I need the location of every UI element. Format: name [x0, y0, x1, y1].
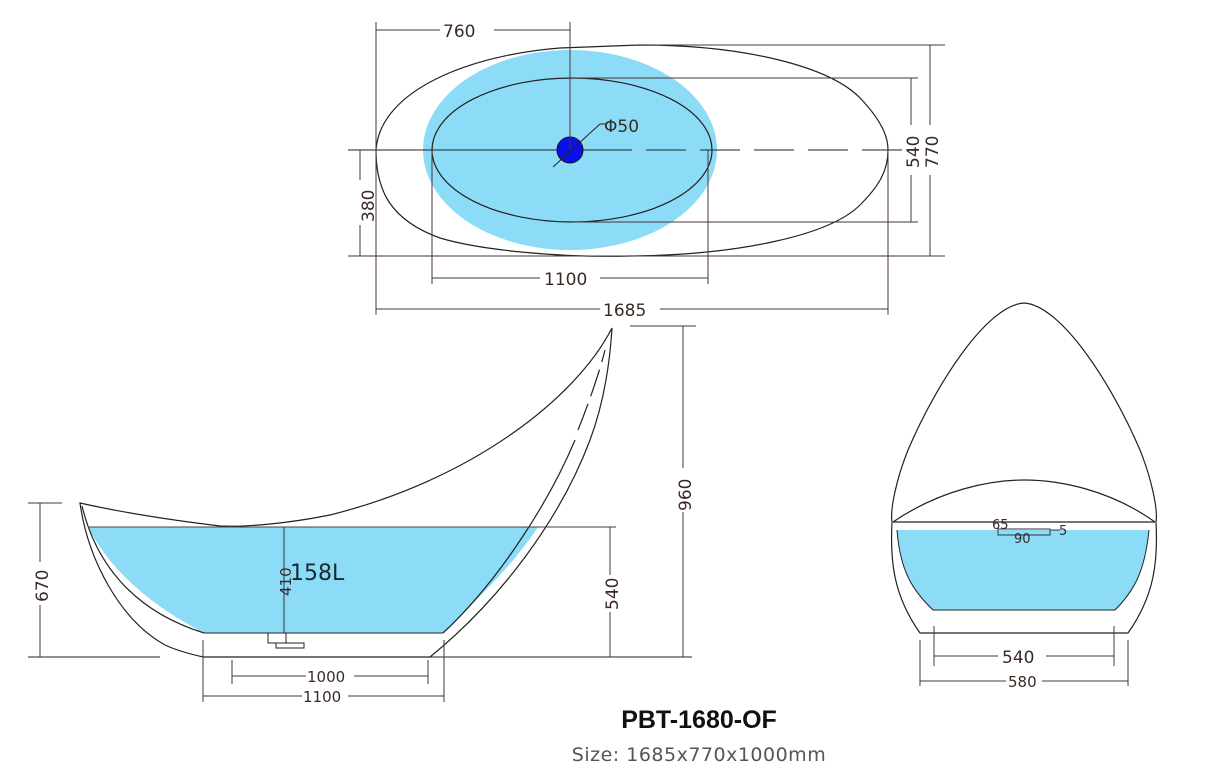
dim-overall-width: 770: [923, 136, 943, 168]
dim-high-end-height: 960: [676, 479, 696, 511]
dim-drain-diameter: Φ50: [604, 117, 639, 137]
size-caption: Size: 1685x770x1000mm: [571, 744, 827, 766]
capacity-label: 158L: [290, 561, 345, 586]
water-area-end: [897, 530, 1149, 610]
dim-inner-width: 540: [904, 136, 924, 168]
tub-outline-end: [890, 302, 1158, 634]
dim-overflow-b: 90: [1014, 532, 1031, 547]
drain-fitting-icon: [267, 632, 287, 644]
dim-water-depth: 540: [603, 578, 623, 610]
dim-inner-length: 1100: [544, 270, 587, 290]
dim-overall-length: 1685: [603, 301, 646, 321]
dim-base-length: 1000: [307, 668, 345, 686]
end-view: 65 90 5 540 580: [890, 302, 1158, 691]
side-view: 410 158L 670 960 540 1000: [28, 325, 696, 706]
dim-bottom-length: 1100: [303, 688, 341, 706]
dim-base-width-outer: 580: [1008, 673, 1037, 691]
dim-centerline-offset: 380: [359, 190, 379, 222]
dim-base-width-inner: 540: [1002, 648, 1034, 668]
dim-drain-offset: 760: [443, 22, 475, 42]
dim-overflow-c: 5: [1059, 524, 1067, 539]
top-view: Φ50 760 1100 1685: [348, 22, 945, 321]
dim-drain-depth: 410: [277, 567, 295, 596]
model-title: PBT-1680-OF: [621, 706, 777, 734]
dim-low-end-height: 670: [33, 570, 53, 602]
water-area-side: [88, 527, 538, 633]
tub-hull-side: [79, 327, 613, 658]
dim-overflow-a: 65: [992, 518, 1009, 533]
tub-outline-top: [375, 44, 889, 257]
